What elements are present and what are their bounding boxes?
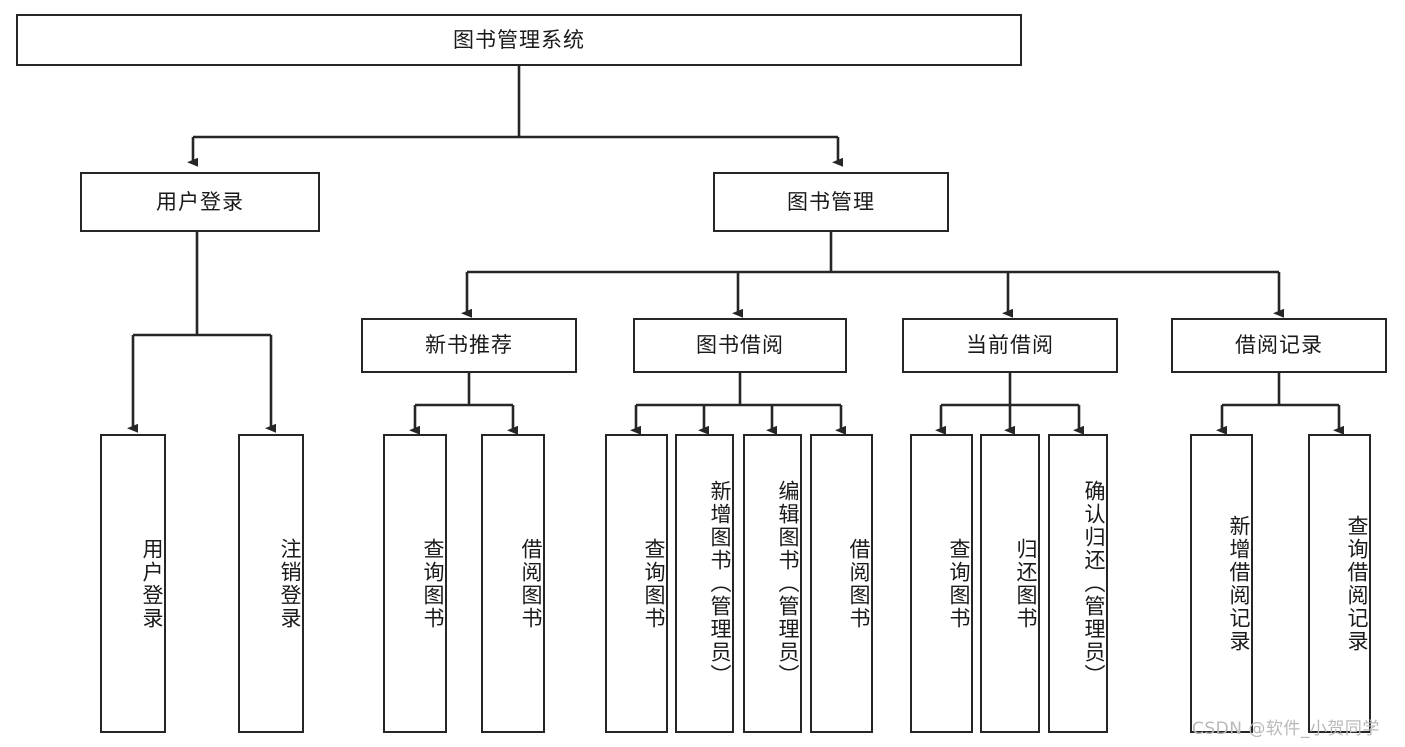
edge-book-borrow-to-leaves [630,373,846,435]
node-leaf-query-record[interactable]: 查询借阅记录 [1308,434,1371,733]
node-leaf-user-login[interactable]: 用户登录 [100,434,166,733]
node-leaf-confirm-return-label: 确认归还（管理员） [1082,480,1106,687]
node-current-borrow-label: 当前借阅 [966,333,1054,358]
node-leaf-borrow-book-2[interactable]: 借阅图书 [810,434,873,733]
node-leaf-borrow-book-2-label: 借阅图书 [847,537,871,630]
edge-borrow-record-to-leaves [1216,373,1344,435]
csdn-watermark: CSDN @软件_小贺同学 [1192,719,1380,739]
node-root[interactable]: 图书管理系统 [16,14,1022,66]
node-root-label: 图书管理系统 [453,27,585,52]
node-leaf-query-book-3-label: 查询图书 [947,537,971,630]
node-leaf-confirm-return[interactable]: 确认归还（管理员） [1048,434,1108,733]
node-leaf-query-book-1-label: 查询图书 [421,537,445,630]
node-leaf-add-book-label: 新增图书（管理员） [708,480,732,687]
node-leaf-borrow-book-1-label: 借阅图书 [519,537,543,630]
node-new-book-recommend-label: 新书推荐 [425,333,513,358]
node-book-manage[interactable]: 图书管理 [713,172,949,232]
edge-user-login-to-leaves [127,232,276,433]
edge-book-manage-to-level2 [461,232,1284,318]
node-new-book-recommend[interactable]: 新书推荐 [361,318,577,373]
edge-current-borrow-to-leaves [935,373,1084,435]
node-leaf-return-book[interactable]: 归还图书 [980,434,1040,733]
edge-root-to-level1 [187,66,843,167]
node-current-borrow[interactable]: 当前借阅 [902,318,1118,373]
node-leaf-add-record[interactable]: 新增借阅记录 [1190,434,1253,733]
node-leaf-query-book-2[interactable]: 查询图书 [605,434,668,733]
node-leaf-query-book-2-label: 查询图书 [642,537,666,630]
node-leaf-user-login-label: 用户登录 [140,537,164,630]
node-user-login[interactable]: 用户登录 [80,172,320,232]
node-leaf-query-record-label: 查询借阅记录 [1345,514,1369,653]
node-leaf-query-book-3[interactable]: 查询图书 [910,434,973,733]
node-leaf-borrow-book-1[interactable]: 借阅图书 [481,434,545,733]
node-leaf-add-book[interactable]: 新增图书（管理员） [675,434,734,733]
node-leaf-edit-book[interactable]: 编辑图书（管理员） [743,434,802,733]
node-book-borrow-label: 图书借阅 [696,333,784,358]
node-leaf-return-book-label: 归还图书 [1014,537,1038,630]
node-borrow-record-label: 借阅记录 [1235,333,1323,358]
node-leaf-logout[interactable]: 注销登录 [238,434,304,733]
node-book-manage-label: 图书管理 [787,189,875,214]
node-leaf-logout-label: 注销登录 [278,537,302,630]
node-leaf-edit-book-label: 编辑图书（管理员） [776,480,800,687]
node-user-login-label: 用户登录 [156,189,244,214]
node-leaf-query-book-1[interactable]: 查询图书 [383,434,447,733]
node-book-borrow[interactable]: 图书借阅 [633,318,847,373]
node-leaf-add-record-label: 新增借阅记录 [1227,514,1251,653]
edge-new-book-rec-to-leaves [409,373,518,435]
node-borrow-record[interactable]: 借阅记录 [1171,318,1387,373]
